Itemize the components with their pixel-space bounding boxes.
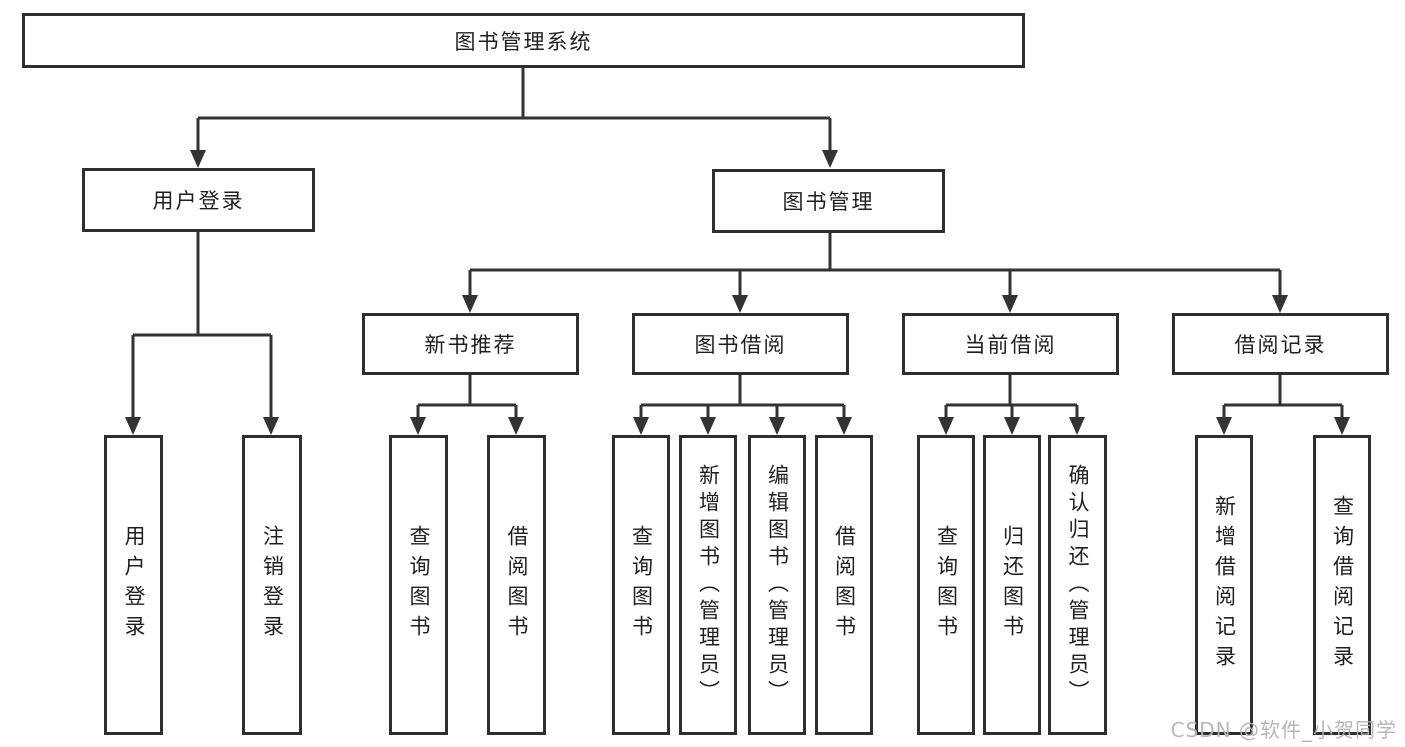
leaf-label: 查询图书 — [934, 525, 959, 645]
leaf-borrow-books: 借阅图书 — [815, 435, 873, 735]
node-label: 图书借阅 — [694, 333, 787, 357]
node-root-library-system: 图书管理系统 — [22, 13, 1025, 68]
leaf-query-books-recommend: 查询图书 — [389, 435, 448, 735]
leaf-label: 查询图书 — [407, 525, 431, 645]
node-current-borrow: 当前借阅 — [902, 313, 1119, 375]
leaf-query-books-current: 查询图书 — [917, 435, 975, 735]
leaf-label: 注销登录 — [260, 525, 285, 645]
node-label: 图书管理 — [782, 190, 875, 214]
leaf-label: 确认归还（管理员） — [1066, 463, 1090, 707]
leaf-label: 编辑图书（管理员） — [765, 463, 790, 707]
leaf-logout: 注销登录 — [242, 435, 302, 735]
leaf-label: 查询借阅记录 — [1330, 495, 1355, 675]
leaf-label: 新增借阅记录 — [1212, 495, 1237, 675]
leaf-return-books: 归还图书 — [983, 435, 1041, 735]
node-label: 当前借阅 — [964, 333, 1057, 357]
leaf-add-books-admin: 新增图书（管理员） — [679, 435, 737, 735]
csdn-watermark: CSDN @软件_小贺同学 — [1170, 718, 1397, 742]
leaf-label: 借阅图书 — [832, 525, 857, 645]
leaf-edit-books-admin: 编辑图书（管理员） — [748, 435, 806, 735]
node-book-borrow: 图书借阅 — [632, 313, 849, 375]
node-borrow-records: 借阅记录 — [1172, 313, 1389, 375]
leaf-query-books-borrow: 查询图书 — [612, 435, 670, 735]
leaf-label: 用户登录 — [122, 525, 146, 645]
leaf-label: 借阅图书 — [505, 525, 529, 645]
node-label: 借阅记录 — [1234, 333, 1327, 357]
leaf-label: 查询图书 — [629, 525, 654, 645]
leaf-confirm-return-admin: 确认归还（管理员） — [1048, 435, 1107, 735]
leaf-label: 归还图书 — [1000, 525, 1025, 645]
leaf-user-login: 用户登录 — [104, 435, 163, 735]
node-user-login: 用户登录 — [82, 168, 315, 232]
leaf-borrow-books-recommend: 借阅图书 — [487, 435, 546, 735]
node-book-management: 图书管理 — [712, 169, 945, 233]
node-label: 新书推荐 — [424, 333, 517, 357]
node-new-book-recommend: 新书推荐 — [362, 313, 579, 375]
leaf-add-borrow-record: 新增借阅记录 — [1195, 435, 1253, 735]
node-label: 用户登录 — [152, 189, 245, 213]
node-label: 图书管理系统 — [454, 29, 593, 54]
leaf-label: 新增图书（管理员） — [696, 463, 721, 707]
leaf-query-borrow-record: 查询借阅记录 — [1313, 435, 1371, 735]
